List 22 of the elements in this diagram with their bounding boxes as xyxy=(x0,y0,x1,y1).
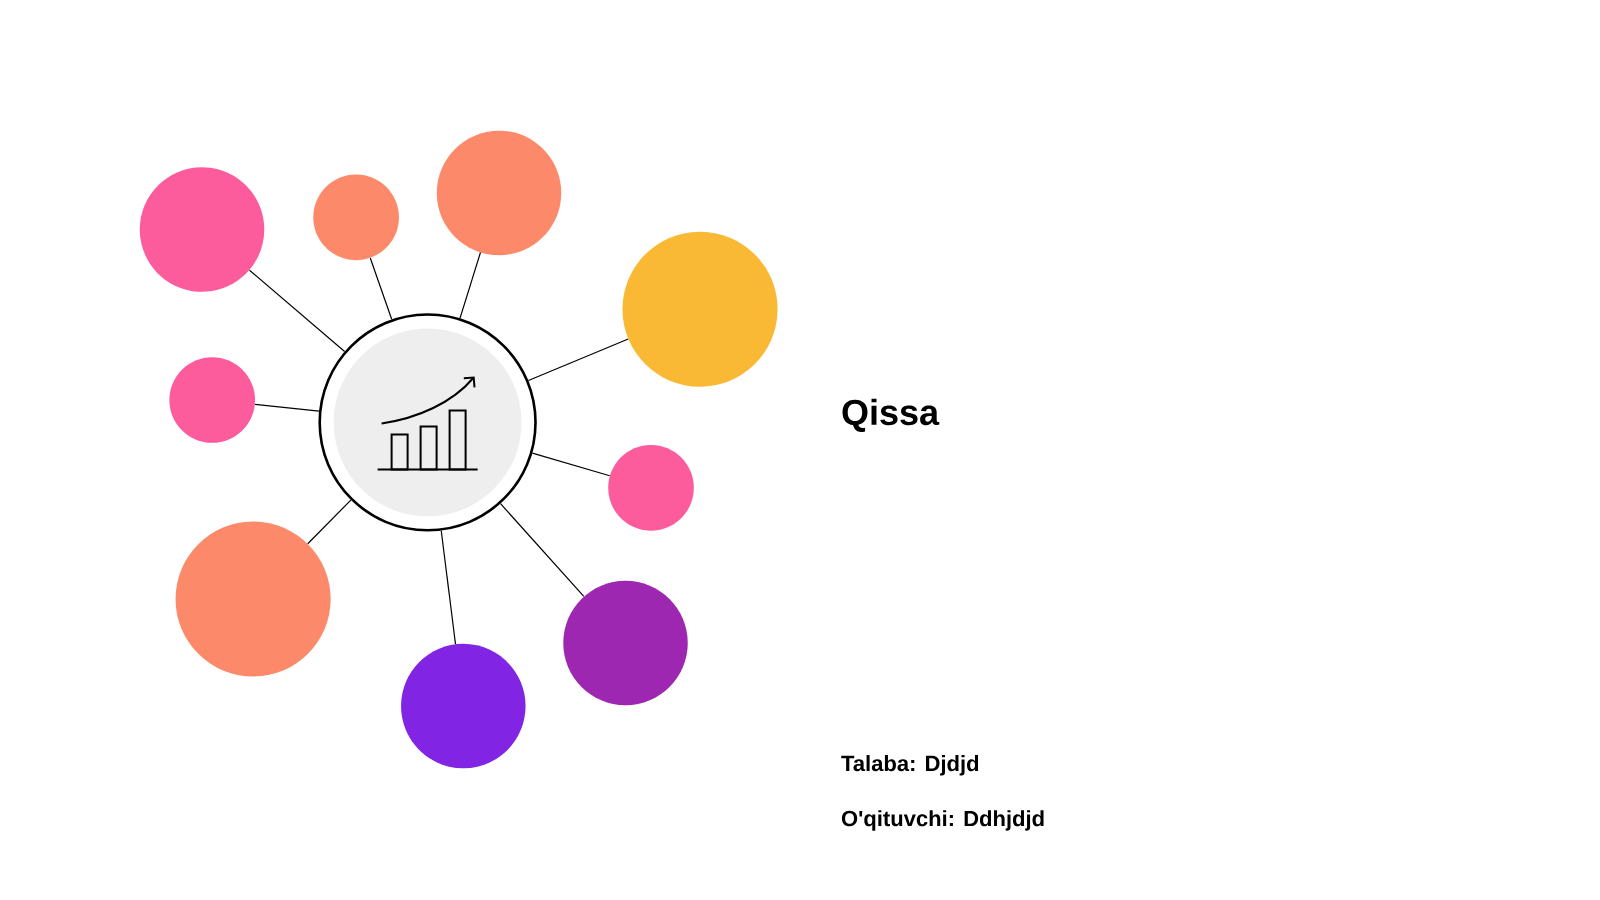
connector-line xyxy=(499,503,585,598)
title: Qissa xyxy=(842,398,940,432)
bubble-circle xyxy=(401,643,526,769)
bubble-circle xyxy=(139,167,265,292)
info-text: Talaba: Djdjd xyxy=(841,755,979,776)
connector-line xyxy=(248,269,346,353)
connector-line xyxy=(527,338,629,382)
bubble-circle xyxy=(436,130,562,256)
info-text: O'qituvchi: Ddhjdjd xyxy=(841,810,1044,831)
bubble-circle xyxy=(169,357,256,443)
connector-line xyxy=(440,530,457,645)
bubble-circle xyxy=(608,444,694,531)
connector-line xyxy=(459,251,482,319)
bubble-circle xyxy=(622,231,778,387)
bubble-circle xyxy=(313,174,399,261)
bubble-circle xyxy=(563,580,688,706)
connector-line xyxy=(531,452,611,477)
connector-line xyxy=(369,257,393,320)
connector-line xyxy=(307,499,352,545)
hub-circle xyxy=(318,313,537,532)
bubble-circle xyxy=(175,521,331,677)
connector-line xyxy=(254,403,320,412)
